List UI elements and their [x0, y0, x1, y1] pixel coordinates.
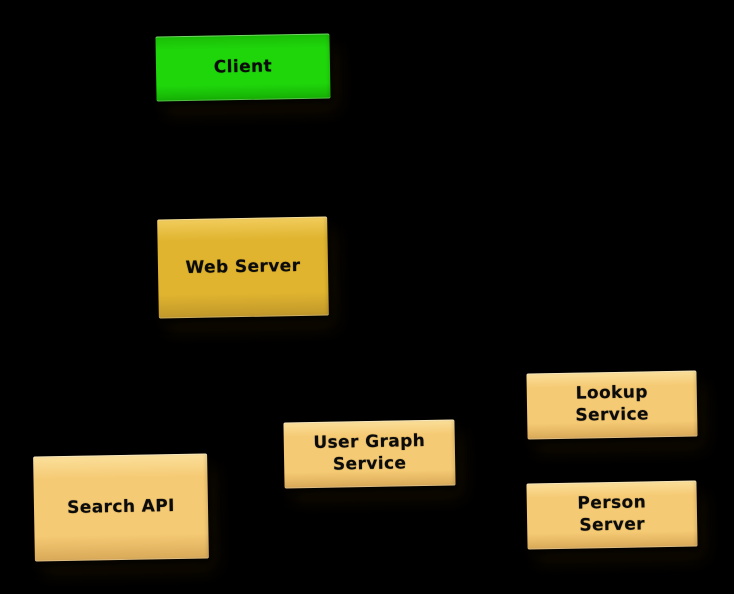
node-label-search-api: Search API — [66, 495, 175, 518]
node-search-api: Search API — [33, 453, 209, 562]
node-lookup-service: Lookup Service — [526, 370, 698, 440]
node-label-web-server: Web Server — [185, 255, 301, 278]
node-label-user-graph-service: User Graph Service — [313, 431, 426, 475]
node-web-server: Web Server — [157, 216, 329, 319]
node-user-graph-service: User Graph Service — [283, 419, 456, 489]
node-label-person-server: Person Server — [577, 492, 647, 536]
node-label-client: Client — [213, 56, 273, 78]
node-client: Client — [155, 33, 331, 102]
node-label-lookup-service: Lookup Service — [575, 382, 650, 426]
node-person-server: Person Server — [526, 480, 698, 550]
